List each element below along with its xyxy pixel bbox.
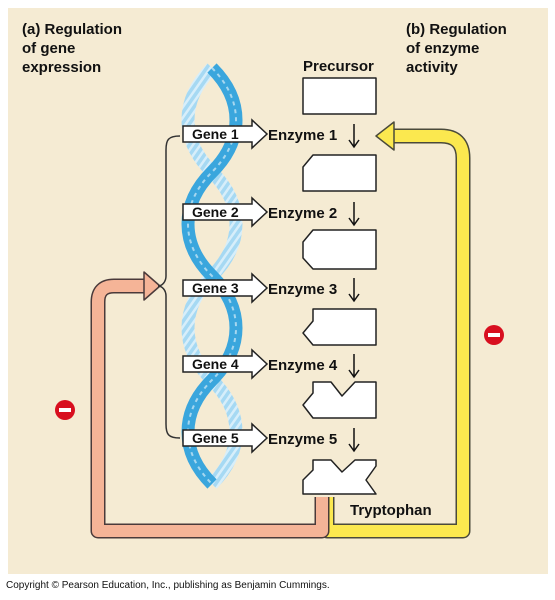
enzyme-label-2: Enzyme 2 (268, 205, 337, 222)
gene-arrows (182, 118, 269, 454)
enzyme-activity-feedback-arrow (319, 121, 471, 539)
gene-arrow-4 (182, 348, 269, 380)
intermediate-shape-2 (302, 229, 377, 270)
copyright-notice: Copyright © Pearson Education, Inc., pub… (6, 580, 330, 591)
intermediate-shape-4 (302, 381, 377, 419)
pathway-step-arrows (348, 124, 360, 453)
gene-expression-feedback-arrow (90, 271, 330, 539)
gene-arrow-5 (182, 422, 269, 454)
gene-label-4: Gene 4 (192, 356, 239, 372)
gene-arrow-3 (182, 272, 269, 304)
tryptophan-label: Tryptophan (350, 502, 432, 519)
step-arrow-1 (348, 124, 360, 149)
intermediate-shape-3 (302, 308, 377, 346)
precursor-label: Precursor (303, 58, 374, 75)
gene-label-1: Gene 1 (192, 126, 239, 142)
gene-label-2: Gene 2 (192, 204, 239, 220)
gene-arrow-2 (182, 196, 269, 228)
enzyme-label-4: Enzyme 4 (268, 357, 338, 374)
enzyme-label-1: Enzyme 1 (268, 127, 337, 144)
intermediate-shape-1 (302, 154, 377, 192)
gene-arrow-1 (182, 118, 269, 150)
step-arrow-2 (348, 202, 360, 227)
heading-gene-expression: (a) Regulation of gene expression (22, 21, 122, 76)
enzyme-label-3: Enzyme 3 (268, 281, 337, 298)
metabolite-shapes (302, 77, 377, 495)
inhibition-symbol-gene (55, 400, 75, 420)
step-arrow-3 (348, 278, 360, 303)
step-arrow-5 (348, 428, 360, 453)
gene-label-5: Gene 5 (192, 430, 239, 446)
precursor-shape (302, 77, 377, 115)
gene-bracket (157, 135, 181, 439)
enzyme-label-5: Enzyme 5 (268, 431, 337, 448)
heading-enzyme-activity: (b) Regulation of enzyme activity (406, 21, 507, 76)
step-arrow-4 (348, 354, 360, 379)
inhibition-symbol-enzyme (484, 325, 504, 345)
tryptophan-shape (302, 459, 377, 495)
gene-label-3: Gene 3 (192, 280, 239, 296)
